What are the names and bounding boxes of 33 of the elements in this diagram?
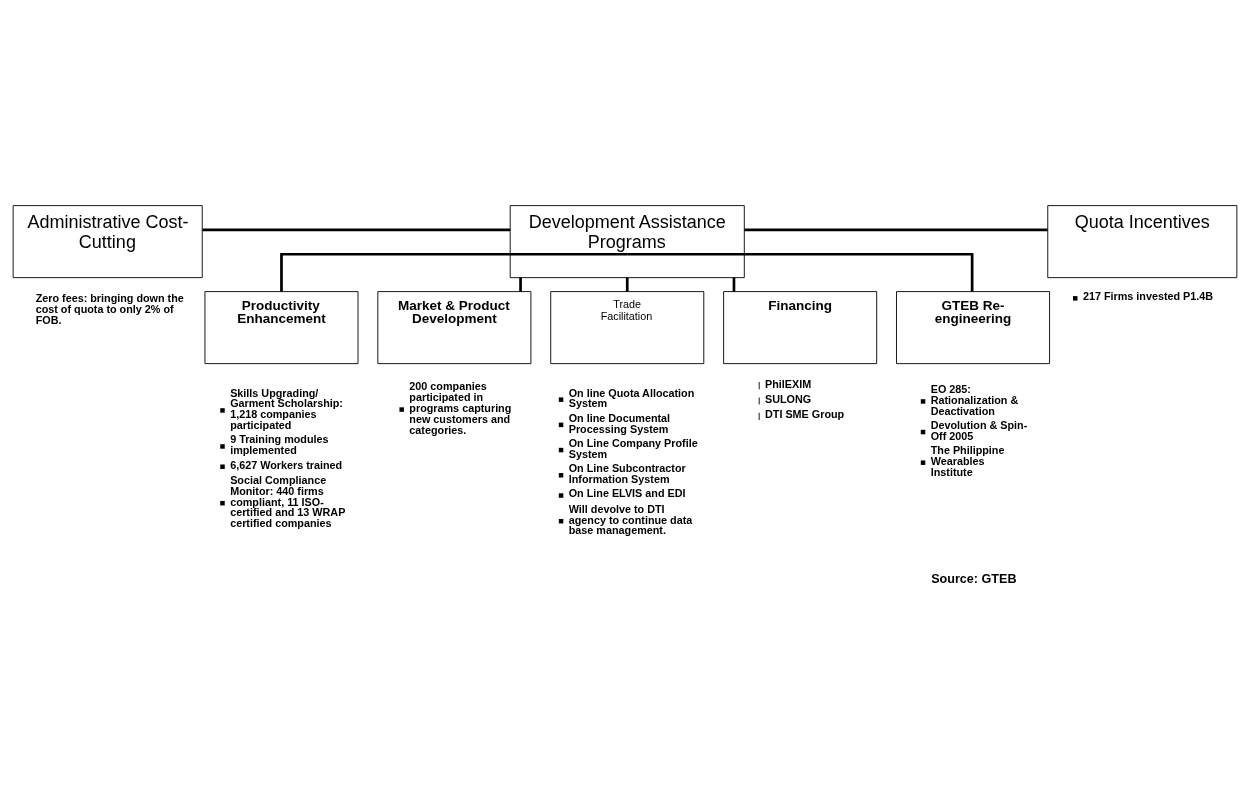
node-label: 9 Training modules implemented xyxy=(230,433,329,457)
connector xyxy=(625,277,629,292)
node-box: Development Assistance Programs xyxy=(509,205,745,279)
label: Source: GTEB xyxy=(931,571,1017,586)
node-box: Productivity Enhancement xyxy=(204,291,359,365)
node-box: GTEB Re-engineering xyxy=(896,291,1050,365)
node-label: SULONG xyxy=(765,392,812,405)
node-label: On line Quota Allocation System xyxy=(568,386,695,410)
connector xyxy=(202,228,510,232)
connector xyxy=(744,228,1048,232)
node-label: DTI SME Group xyxy=(765,408,845,421)
node-label: The Philippine Wearables Institute xyxy=(930,444,1005,478)
node-label: On Line Subcontractor Information System xyxy=(568,462,686,486)
node-box: Financing xyxy=(723,291,878,365)
node-label: 217 Firms invested P1.4B xyxy=(1082,290,1214,303)
node-label: Will devolve to DTI agency to continue data base management. xyxy=(568,502,693,537)
node-label: Zero fees: bringing down the cost of quota to only 2% of FOB. xyxy=(35,292,184,326)
node-box: Trade Facilitation xyxy=(550,291,705,365)
node-label: 6,627 Workers trained xyxy=(230,458,343,471)
node-label: 200 companies participated in programs capturing new customers and categories. xyxy=(409,380,512,436)
node-box: Quota Incentives xyxy=(1047,205,1238,279)
node-label: Devolution & Spin-Off 2005 xyxy=(930,419,1028,442)
connector xyxy=(519,277,522,292)
node-label: On Line Company Profile System xyxy=(568,437,698,460)
node-box: Administrative Cost-Cutting xyxy=(12,205,203,279)
node-label: Skills Upgrading/ Garment Scholarship: 1,218 companies participated xyxy=(230,386,343,431)
node-box: Market & Product Development xyxy=(377,291,532,365)
node-label: Social Compliance Monitor: 440 firms compliant, 11 ISO-certified and 13 WRAP certified companies xyxy=(230,473,346,530)
connector xyxy=(280,252,628,292)
node-label: EO 285: Rationalization & Deactivation xyxy=(930,382,1019,417)
node-label: On Line ELVIS and EDI xyxy=(568,487,686,500)
node-label: On line Documental Processing System xyxy=(568,411,671,435)
node-label: PhilEXIM xyxy=(765,377,812,390)
